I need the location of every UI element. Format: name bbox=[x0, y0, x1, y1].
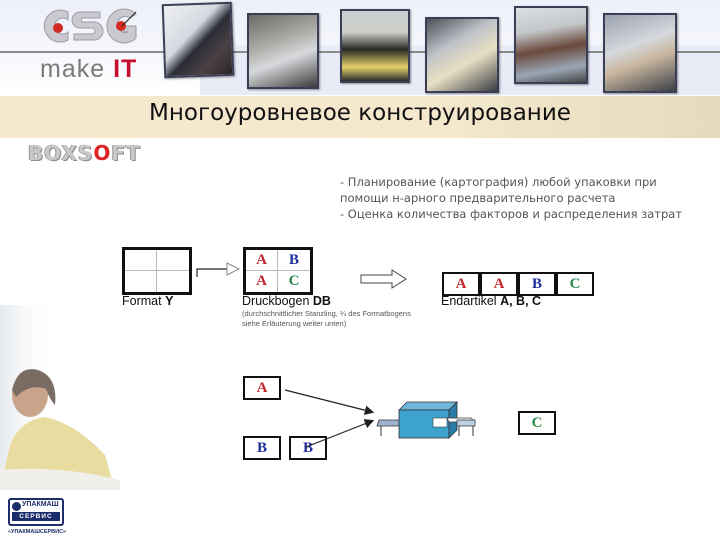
format-cell bbox=[125, 250, 157, 271]
header-photo-2 bbox=[247, 13, 319, 89]
druckbogen-note-line-1: (durchschnittlicher Stanzling, ¼ des For… bbox=[242, 309, 411, 318]
druckbogen-cell: A bbox=[246, 250, 278, 271]
endartikel-label-bold: A, B, C bbox=[500, 294, 542, 308]
druckbogen-note: (durchschnittlicher Stanzling, ¼ des For… bbox=[242, 309, 411, 329]
endartikel-label: Endartikel A, B, C bbox=[441, 294, 541, 308]
upakmash-line-1: УПАКМАШ bbox=[22, 501, 59, 508]
upakmash-line-2: СЕРВИС bbox=[12, 512, 60, 521]
endartikel-cell: A bbox=[442, 272, 480, 296]
format-cell bbox=[157, 271, 189, 292]
input-part-a: A bbox=[243, 376, 281, 400]
druckbogen-sheet: A B A C bbox=[243, 247, 313, 295]
boxsoft-suffix: FT bbox=[111, 141, 141, 165]
bullet-line-1: - Планирование (картография) любой упако… bbox=[340, 175, 657, 189]
druckbogen-cell: C bbox=[288, 273, 300, 289]
upakmash-logo: УПАКМАШ СЕРВИС «УПАКМАШСЕРВИС» bbox=[8, 498, 67, 538]
header-photo-1 bbox=[161, 1, 235, 79]
endartikel-cell: B bbox=[518, 272, 556, 296]
druckbogen-label: Druckbogen DB bbox=[242, 294, 331, 308]
endartikel-label-prefix: Endartikel bbox=[441, 294, 497, 308]
header-photo-6 bbox=[603, 13, 677, 93]
endartikel-cell: A bbox=[480, 272, 518, 296]
arrow-to-druckbogen bbox=[196, 262, 241, 277]
hollow-arrow-to-endartikel bbox=[360, 269, 407, 289]
druckbogen-label-bold: DB bbox=[312, 294, 331, 308]
input-part-b: B bbox=[289, 436, 327, 460]
format-label-prefix: Format bbox=[122, 294, 162, 308]
format-cell bbox=[125, 271, 157, 292]
make-it-tagline: make IT bbox=[40, 55, 137, 84]
title-band bbox=[0, 96, 720, 138]
upakmash-globe-icon bbox=[12, 502, 21, 511]
tagline-suffix: IT bbox=[113, 55, 138, 83]
header-photo-3 bbox=[340, 9, 410, 83]
output-part-c: C bbox=[518, 411, 556, 435]
format-label: Format Y bbox=[122, 294, 173, 308]
druckbogen-label-prefix: Druckbogen bbox=[242, 294, 310, 308]
bullet-line-2: помощи н-арного предварительного расчета bbox=[340, 191, 616, 205]
boxsoft-logo: BOXSOFT bbox=[28, 141, 141, 165]
format-sheet-diagram bbox=[122, 247, 192, 295]
druckbogen-cell: B bbox=[278, 250, 310, 271]
header-photo-4 bbox=[425, 17, 499, 93]
input-part-b: B bbox=[243, 436, 281, 460]
bullet-list: - Планирование (картография) любой упако… bbox=[340, 174, 682, 222]
druckbogen-cell: A bbox=[246, 271, 278, 292]
person-photo bbox=[0, 305, 120, 490]
format-cell bbox=[157, 250, 189, 271]
gluing-machine-icon bbox=[376, 401, 476, 439]
boxsoft-prefix: BOXS bbox=[28, 141, 94, 165]
endartikel-cell: C bbox=[556, 272, 594, 296]
boxsoft-o: O bbox=[93, 141, 112, 165]
slide-title: Многоуровневое конструирование bbox=[149, 100, 571, 126]
feed-arrows bbox=[284, 389, 375, 448]
upakmash-caption: «УПАКМАШСЕРВИС» bbox=[8, 529, 67, 535]
druckbogen-note-line-2: siehe Erläuterung weiter unten) bbox=[242, 319, 347, 328]
format-label-bold: Y bbox=[165, 294, 174, 308]
csg-logo bbox=[43, 8, 137, 44]
header-photo-5 bbox=[514, 6, 588, 84]
bullet-line-3: - Оценка количества факторов и распредел… bbox=[340, 207, 683, 221]
tagline-prefix: make bbox=[40, 55, 106, 83]
